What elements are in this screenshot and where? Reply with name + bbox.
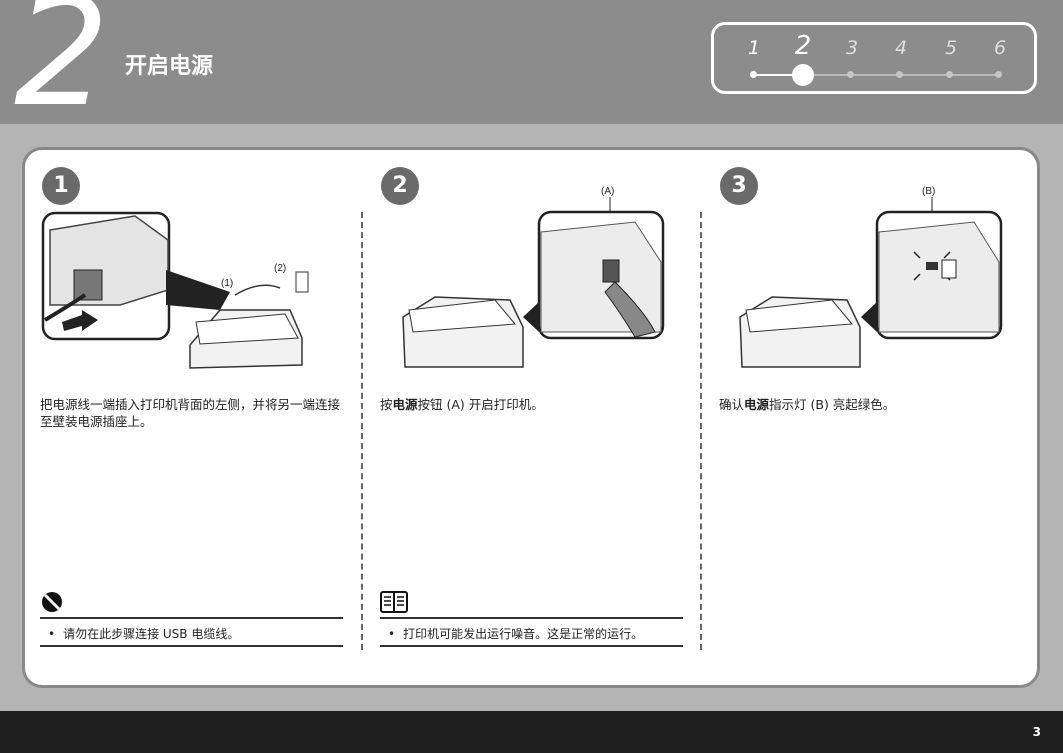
progress-current-dot (792, 64, 814, 86)
zoom-wedge (523, 302, 539, 332)
progress-step-2: 2 (794, 31, 812, 61)
power-lamp (926, 262, 938, 270)
prohibited-icon (42, 592, 62, 612)
page-header: 2 开启电源 1 2 3 4 5 6 (0, 0, 1063, 128)
progress-dot-4 (896, 71, 903, 78)
zoom-wedge (166, 270, 230, 310)
manual-book-icon (380, 591, 408, 613)
step-badge-1: 1 (42, 167, 80, 205)
power-button (941, 259, 957, 279)
page-title: 开启电源 (125, 54, 214, 79)
step-3-text-a: 确认 (719, 397, 745, 412)
step-1-description: 把电源线一端插入打印机背面的左侧，并将另一端连接至壁装电源插座上。 (40, 396, 340, 430)
step-3-text-b: 指示灯 (B) 亮起绿色。 (769, 397, 896, 412)
step-badge-2: 2 (381, 167, 419, 205)
instruction-card (22, 147, 1040, 688)
callout-2: (2) (274, 263, 286, 274)
note-bullet: • (48, 627, 56, 641)
illustration-power-lamp: (B) (739, 186, 1003, 368)
page-footer: 3 (0, 711, 1063, 753)
step-3-description: 确认电源指示灯 (B) 亮起绿色。 (719, 396, 1019, 413)
callout-1: (1) (221, 278, 233, 289)
printer-back-closeup (49, 215, 169, 306)
step-2-text-a: 按 (380, 397, 393, 412)
progress-step-5: 5 (944, 37, 958, 59)
step-2-description: 按电源按钮 (A) 开启打印机。 (380, 396, 680, 413)
illustration-power-cord: (1) (2) (41, 211, 309, 369)
note-noise: • 打印机可能发出运行噪音。这是正常的运行。 (380, 617, 683, 647)
progress-dot-3 (847, 71, 854, 78)
progress-step-6: 6 (993, 37, 1007, 59)
note-no-usb: • 请勿在此步骤连接 USB 电缆线。 (40, 617, 343, 647)
printer-front-closeup (878, 221, 1000, 333)
progress-step-3: 3 (845, 37, 859, 59)
callout-a: (A) (601, 186, 614, 197)
illustration-power-button: (A) (402, 186, 665, 368)
power-cord (43, 293, 87, 322)
note-text: 打印机可能发出运行噪音。这是正常的运行。 (403, 627, 644, 641)
step-badge-3: 3 (720, 167, 758, 205)
zoom-wedge (861, 302, 877, 332)
printer-lid (408, 299, 517, 333)
power-keyword: 电源 (392, 397, 418, 412)
progress-step-1: 1 (747, 37, 761, 59)
column-divider (700, 212, 702, 650)
page-number: 3 (1032, 725, 1041, 739)
power-keyword: 电源 (744, 397, 770, 412)
printer-lid (745, 299, 854, 333)
note-bullet: • (388, 627, 396, 641)
insert-arrow-icon (62, 310, 98, 331)
power-button (602, 259, 620, 283)
progress-dot-1 (750, 71, 757, 78)
lamp-glow-icon (913, 251, 951, 281)
note-text: 请勿在此步骤连接 USB 电缆线。 (63, 627, 240, 641)
column-divider (361, 212, 363, 650)
progress-line-done (754, 74, 804, 76)
step-number: 2 (14, 0, 110, 140)
progress-dot-5 (946, 71, 953, 78)
progress-step-4: 4 (894, 37, 908, 59)
callout-b: (B) (922, 186, 935, 197)
power-socket (73, 269, 103, 301)
cord-line (234, 284, 281, 296)
finger-icon (604, 281, 656, 338)
printer-lid (195, 313, 299, 345)
step-2-text-b: 按钮 (A) 开启打印机。 (417, 397, 544, 412)
wall-outlet (295, 271, 309, 293)
step-1-text: 把电源线一端插入打印机背面的左侧，并将另一端连接至壁装电源插座上。 (40, 397, 341, 429)
progress-dot-6 (995, 71, 1002, 78)
step-progress-indicator: 1 2 3 4 5 6 (711, 22, 1037, 94)
